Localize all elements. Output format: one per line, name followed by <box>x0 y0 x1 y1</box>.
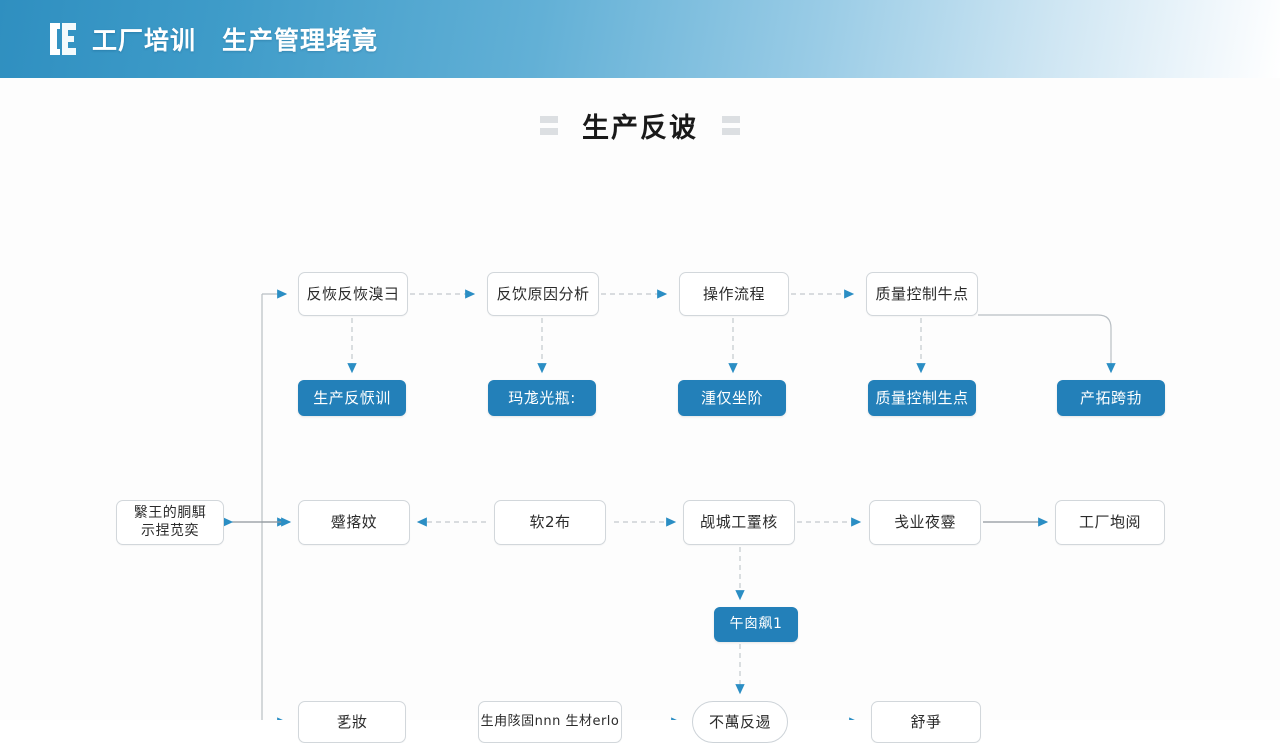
app-header: 工厂培训 生产管理堵竟 <box>0 0 1280 78</box>
flow-node-r1c4[interactable]: 质量控制牛点 <box>866 272 978 316</box>
flow-node-r3c3[interactable]: 觇城工罿核 <box>683 500 795 545</box>
flow-node-r4c1[interactable]: 午囪飙1 <box>714 607 798 642</box>
header-title-main: 工厂培训 <box>92 26 197 55</box>
flow-node-r1c1[interactable]: 反恢反恢溴彐 <box>298 272 408 316</box>
header-title-sub: 生产管理堵竟 <box>222 26 379 55</box>
flow-node-r2c3[interactable]: 湩仅坐阶 <box>678 380 786 416</box>
page-title: 生产反诐 <box>582 113 698 144</box>
flow-node-r3c4[interactable]: 戋业夜霯 <box>869 500 981 545</box>
deco-dashes-right-icon <box>722 116 740 135</box>
flow-node-r1c3[interactable]: 操作流程 <box>679 272 789 316</box>
flow-node-r3c1[interactable]: 蹙揢妏 <box>298 500 410 545</box>
bracket-logo-icon <box>48 21 78 57</box>
flow-node-r3c0[interactable]: 繄王的胴駬 示捏苋奕 <box>116 500 224 545</box>
connector-layer <box>223 289 1116 720</box>
flow-node-r1c2[interactable]: 反饮原因分析 <box>487 272 599 316</box>
flow-node-r3c5[interactable]: 工厂垉阅 <box>1055 500 1165 545</box>
header-title-group: 工厂培训 生产管理堵竟 <box>48 0 378 78</box>
flow-node-r2c5[interactable]: 产拓跨劧 <box>1057 380 1165 416</box>
flow-node-r2c4[interactable]: 质量控制生点 <box>868 380 976 416</box>
slide-title-row: 生产反诐 <box>0 106 1280 145</box>
slide-canvas: 生产反诐 <box>0 78 1280 743</box>
flow-node-r5c3[interactable]: 不萬反逷 <box>692 701 788 743</box>
flow-node-r3c2[interactable]: 软2布 <box>494 500 606 545</box>
flow-node-r5c1[interactable]: 乯妝 <box>298 701 406 743</box>
deco-dashes-left-icon <box>540 116 558 135</box>
flow-node-r5c2[interactable]: 生甪陔固nnn 生材erlo <box>478 701 622 743</box>
flow-node-r2c2[interactable]: 玛尨光瓶: <box>488 380 596 416</box>
flow-node-r5c4[interactable]: 舒爭 <box>871 701 981 743</box>
flow-node-r2c1[interactable]: 生产反恹训 <box>298 380 406 416</box>
